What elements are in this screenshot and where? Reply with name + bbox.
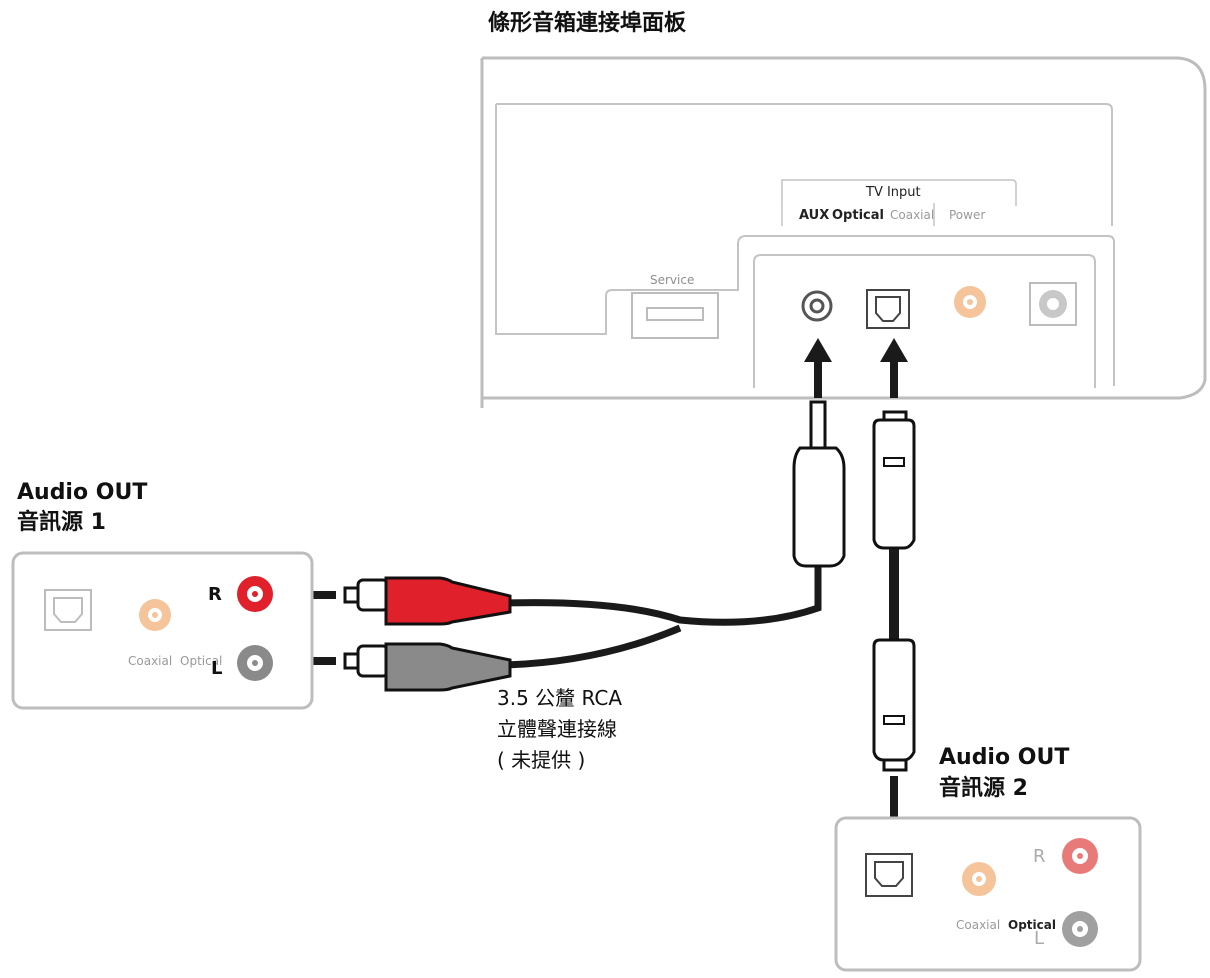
source-1-subtitle: 音訊源 1 <box>17 509 106 535</box>
source-2: Audio OUT 音訊源 2 Coaxial Optical R L <box>834 745 1142 972</box>
optical-port-label: Optical <box>832 208 884 223</box>
rca-cable-wire-l <box>504 624 682 669</box>
inner-recess-top <box>496 103 1113 226</box>
optical-plug-bottom <box>872 638 916 762</box>
source-2-coaxial-label: Coaxial <box>956 918 1000 932</box>
source-1-coaxial-label: Coaxial <box>128 654 172 668</box>
service-label: Service <box>650 273 694 287</box>
cable-label-line2: 立體聲連接線 <box>497 717 617 741</box>
source-1-l-label: L <box>211 658 222 679</box>
source-1: Audio OUT 音訊源 1 Coaxial Optical R L <box>11 480 314 710</box>
rca-cable-wire-r <box>504 560 822 626</box>
arrow-up-aux-icon <box>804 338 832 362</box>
cable-label-line3: ( 未提供 ) <box>497 748 585 772</box>
service-port <box>631 292 719 339</box>
panel-optical-port <box>866 289 910 329</box>
power-port-label: Power <box>949 208 985 222</box>
optical-plug-top <box>872 418 916 550</box>
tv-input-bracket <box>781 179 1017 206</box>
coaxial-port-label: Coaxial <box>890 208 934 222</box>
soundbar-body-outline <box>482 56 1207 400</box>
aux-plug-body <box>792 446 846 568</box>
source-1-r-label: R <box>208 584 222 605</box>
optical-cable <box>872 410 916 772</box>
tv-input-label: TV Input <box>865 185 921 200</box>
source-2-optical-port <box>865 853 913 897</box>
cable-label-line1: 3.5 公釐 RCA <box>497 686 622 710</box>
aux-plug-tip <box>809 400 827 450</box>
rca-cable <box>343 400 846 692</box>
source-2-title: Audio OUT <box>939 745 1069 770</box>
aux-label: AUX <box>799 208 829 223</box>
inner-recess-outline <box>495 104 1115 386</box>
source-2-optical-label: Optical <box>1008 918 1056 932</box>
soundbar-panel: TV Input AUX Optical Coaxial Power Servi… <box>480 56 1207 408</box>
port-box <box>753 254 1096 388</box>
panel-title: 條形音箱連接埠面板 <box>488 10 687 36</box>
usb-slot <box>646 307 704 321</box>
rca-plug-red <box>384 576 512 626</box>
arrow-up-optical-icon <box>880 338 908 362</box>
source-2-r-label: R <box>1033 846 1046 867</box>
source-1-title: Audio OUT <box>17 480 147 505</box>
source-1-optical-port <box>44 589 92 631</box>
source-2-subtitle: 音訊源 2 <box>939 775 1028 801</box>
rca-plug-gray <box>384 642 512 692</box>
source-1-optical-label: Optical <box>180 654 222 668</box>
source-2-l-label: L <box>1034 928 1044 949</box>
